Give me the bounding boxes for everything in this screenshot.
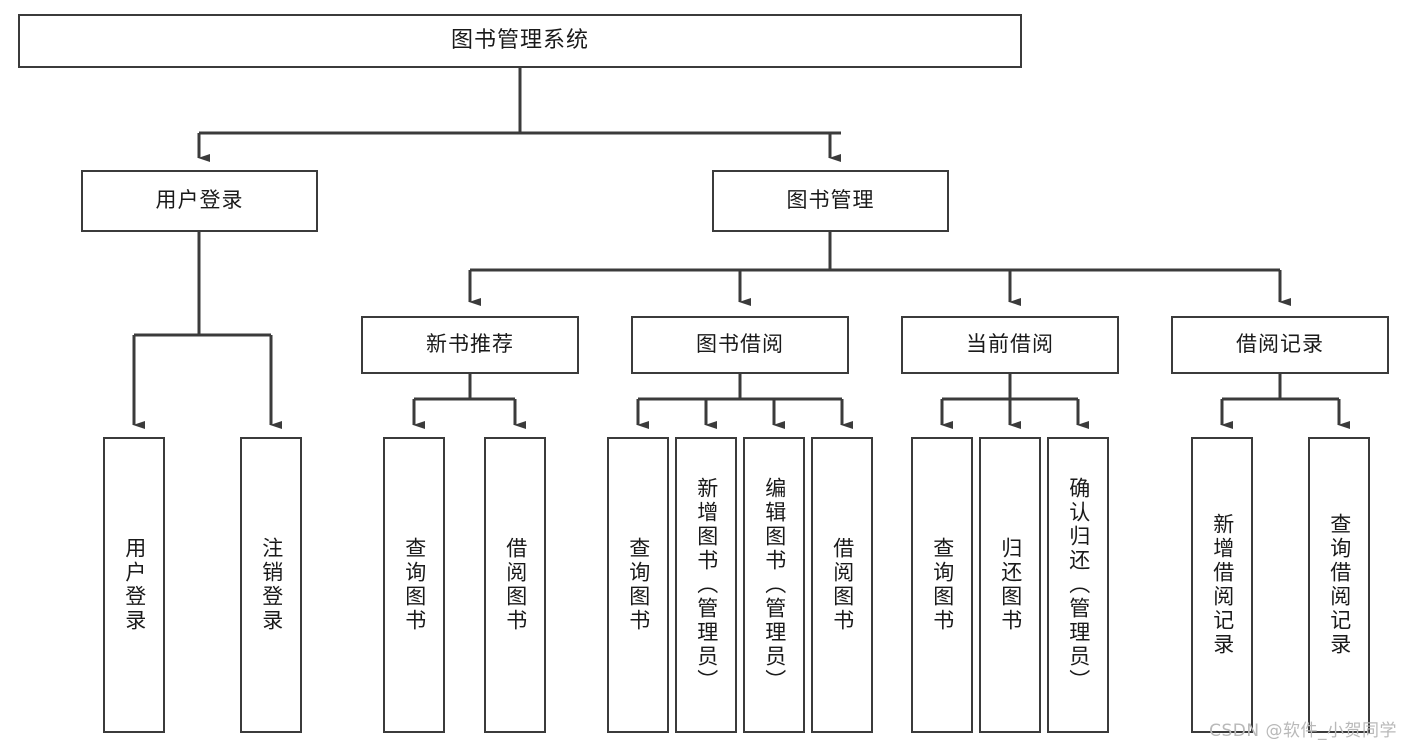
leaf-user-login[interactable]: 用户登录	[103, 437, 165, 733]
node-borrow-record-label: 借阅记录	[1236, 332, 1324, 357]
node-root-label: 图书管理系统	[450, 27, 589, 53]
node-user-login-label: 用户登录	[155, 188, 244, 213]
leaf-newbook-query-book[interactable]: 查询图书	[383, 437, 445, 733]
leaf-borrow-add-book-admin[interactable]: 新增图书（管理员）	[675, 437, 737, 733]
node-root-book-management-system[interactable]: 图书管理系统	[18, 14, 1022, 68]
leaf-record-add-borrow-record[interactable]: 新增借阅记录	[1191, 437, 1253, 733]
leaf-borrow-borrow-book[interactable]: 借阅图书	[811, 437, 873, 733]
leaf-user-login-label: 用户登录	[122, 537, 147, 633]
leaf-user-logout[interactable]: 注销登录	[240, 437, 302, 733]
node-book-management[interactable]: 图书管理	[712, 170, 949, 232]
leaf-borrow-edit-book-admin-label: 编辑图书（管理员）	[762, 477, 787, 693]
node-new-book-recommend[interactable]: 新书推荐	[361, 316, 579, 374]
node-book-borrow-label: 图书借阅	[696, 332, 784, 357]
node-book-borrow[interactable]: 图书借阅	[631, 316, 849, 374]
leaf-current-return-book[interactable]: 归还图书	[979, 437, 1041, 733]
leaf-borrow-query-book-label: 查询图书	[626, 537, 651, 633]
node-current-borrow-label: 当前借阅	[966, 332, 1054, 357]
leaf-newbook-query-book-label: 查询图书	[402, 537, 427, 633]
leaf-borrow-edit-book-admin[interactable]: 编辑图书（管理员）	[743, 437, 805, 733]
leaf-current-confirm-return-admin-label: 确认归还（管理员）	[1066, 477, 1091, 693]
node-borrow-record[interactable]: 借阅记录	[1171, 316, 1389, 374]
leaf-current-return-book-label: 归还图书	[998, 537, 1023, 633]
leaf-current-query-book-label: 查询图书	[930, 537, 955, 633]
leaf-record-query-borrow-record-label: 查询借阅记录	[1327, 513, 1352, 657]
leaf-borrow-add-book-admin-label: 新增图书（管理员）	[694, 477, 719, 693]
node-book-management-label: 图书管理	[786, 188, 875, 213]
leaf-newbook-borrow-book[interactable]: 借阅图书	[484, 437, 546, 733]
leaf-user-logout-label: 注销登录	[259, 537, 284, 633]
node-new-book-recommend-label: 新书推荐	[426, 332, 514, 357]
leaf-current-query-book[interactable]: 查询图书	[911, 437, 973, 733]
leaf-current-confirm-return-admin[interactable]: 确认归还（管理员）	[1047, 437, 1109, 733]
leaf-borrow-borrow-book-label: 借阅图书	[830, 537, 855, 633]
leaf-record-add-borrow-record-label: 新增借阅记录	[1210, 513, 1235, 657]
leaf-newbook-borrow-book-label: 借阅图书	[503, 537, 528, 633]
leaf-record-query-borrow-record[interactable]: 查询借阅记录	[1308, 437, 1370, 733]
node-current-borrow[interactable]: 当前借阅	[901, 316, 1119, 374]
watermark-text: CSDN @软件_小贺同学	[1209, 721, 1397, 741]
node-user-login[interactable]: 用户登录	[81, 170, 318, 232]
leaf-borrow-query-book[interactable]: 查询图书	[607, 437, 669, 733]
